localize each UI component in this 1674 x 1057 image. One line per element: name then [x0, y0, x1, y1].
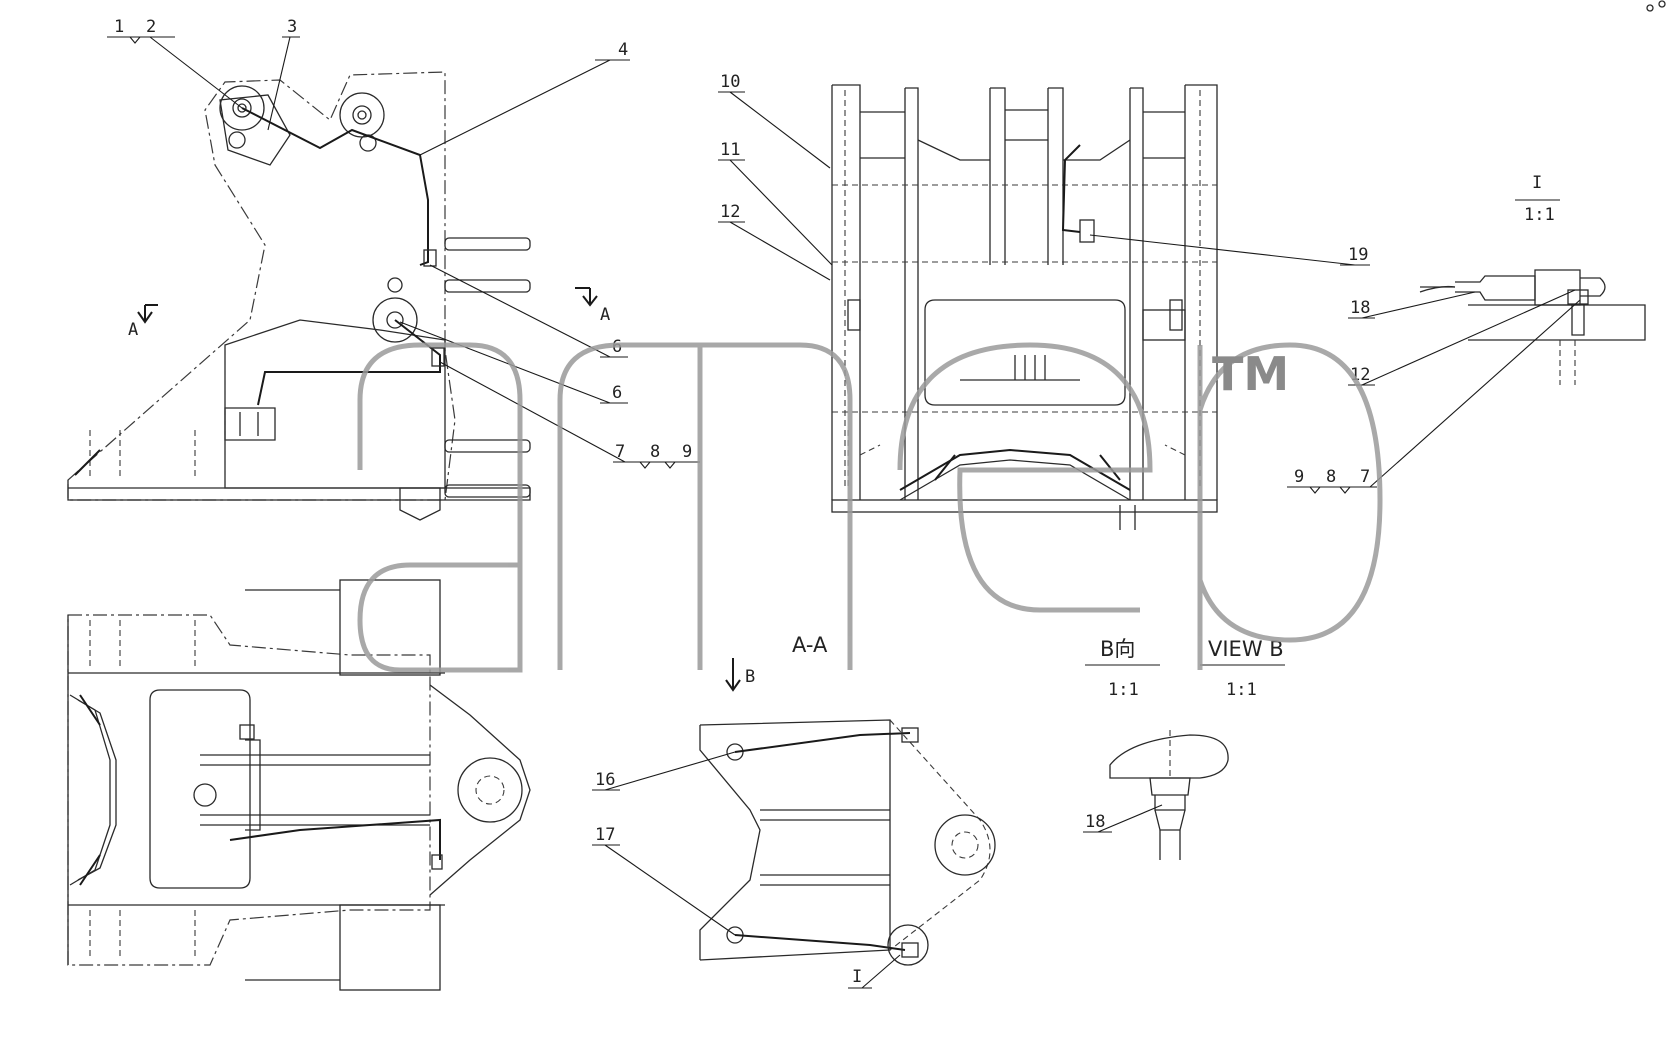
- section-aa-title: A-A: [792, 633, 828, 657]
- callout-9: 9: [682, 442, 692, 462]
- callout-r7: 7: [1360, 467, 1370, 487]
- callout-12a: 12: [720, 202, 740, 222]
- corner-mark-icon: [1646, 0, 1666, 12]
- callout-10: 10: [720, 72, 740, 92]
- part-18-view: [1083, 730, 1229, 860]
- watermark-tm: TM: [1212, 347, 1289, 401]
- callout-11: 11: [720, 140, 740, 160]
- callouts-side-view: [107, 36, 700, 469]
- callout-8: 8: [650, 442, 660, 462]
- detail-i-view: [1419, 199, 1646, 385]
- section-mark-a-left: A: [128, 320, 138, 340]
- callout-1: 1: [114, 17, 124, 37]
- detail-i-title: I: [1532, 173, 1542, 193]
- callout-16: 16: [595, 770, 615, 790]
- plan-view: [67, 579, 531, 991]
- callout-18b: 18: [1085, 812, 1105, 832]
- section-aa-view: [831, 84, 1218, 530]
- view-b-en-scale: 1:1: [1226, 680, 1257, 700]
- callouts-detail-i: [1287, 289, 1581, 494]
- watermark-logo: [357, 342, 1383, 673]
- section-mark-b: B: [745, 667, 755, 687]
- callouts-section-aa: [718, 91, 1370, 281]
- callout-18a: 18: [1350, 298, 1370, 318]
- callout-2: 2: [146, 17, 156, 37]
- callout-r9: 9: [1294, 467, 1304, 487]
- callout-3: 3: [287, 17, 297, 37]
- view-b-cn-title: B向: [1100, 637, 1135, 661]
- section-mark-a-right: A: [600, 305, 610, 325]
- callouts-view-b: [592, 751, 901, 989]
- callout-4: 4: [618, 40, 628, 60]
- view-b-cn-scale: 1:1: [1108, 680, 1139, 700]
- callout-6b: 6: [612, 383, 622, 403]
- detail-i-scale: 1:1: [1524, 205, 1555, 225]
- callout-7: 7: [615, 442, 625, 462]
- callout-17: 17: [595, 825, 615, 845]
- view-b: [699, 658, 996, 966]
- callout-i: I: [852, 967, 862, 987]
- side-view: [67, 71, 598, 521]
- callout-19: 19: [1348, 245, 1368, 265]
- callout-r8: 8: [1326, 467, 1336, 487]
